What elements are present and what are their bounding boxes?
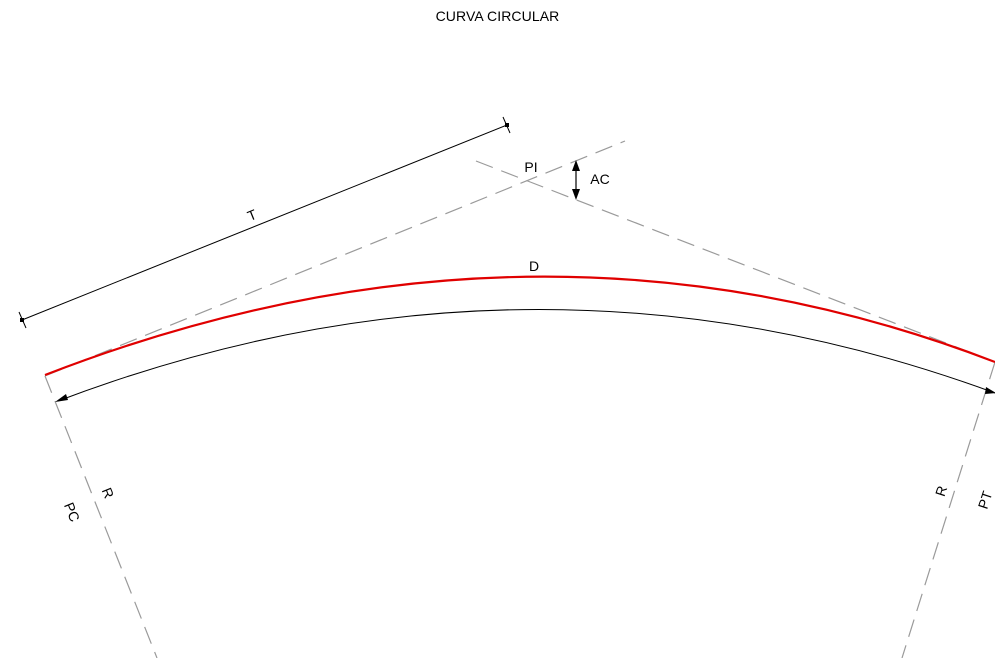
- tangent-endpoint-left: [20, 318, 24, 322]
- degree-of-curve-label: D: [529, 258, 539, 274]
- tangent-label: T: [245, 206, 259, 224]
- arc-arrow-right: [985, 387, 995, 394]
- radius-line-right: [901, 361, 995, 658]
- circular-curve: [44, 275, 995, 377]
- arc-length-dimension: [57, 309, 995, 402]
- pt-label: PT: [975, 489, 995, 511]
- deflection-angle-label: AC: [590, 171, 609, 187]
- radius-line-left: [44, 375, 158, 658]
- deflection-arrow-up: [572, 160, 580, 171]
- radius-label-left: R: [99, 485, 118, 500]
- back-tangent-line: [44, 140, 626, 377]
- tangent-dimension-line: [21, 124, 508, 321]
- pc-label: PC: [61, 500, 83, 524]
- deflection-arrow-down: [572, 189, 580, 200]
- pi-label: PI: [524, 159, 537, 175]
- tangent-endpoint-right: [505, 123, 509, 127]
- arc-arrow-left: [55, 394, 68, 402]
- forward-tangent-line: [475, 160, 995, 363]
- radius-label-right: R: [932, 484, 950, 499]
- drawing-title: CURVA CIRCULAR: [435, 8, 560, 24]
